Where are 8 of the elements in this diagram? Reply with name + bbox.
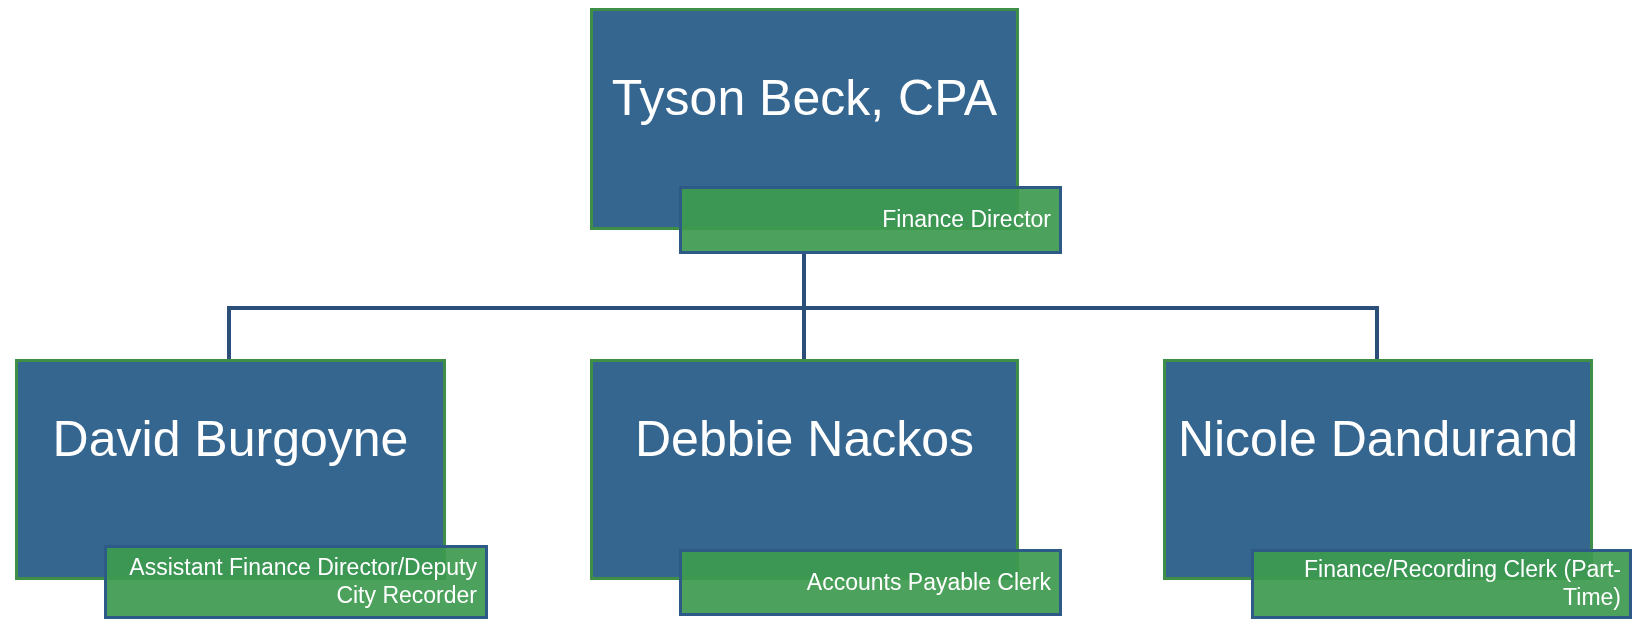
person-name: David Burgoyne — [52, 410, 409, 469]
job-title: Finance/Recording Clerk (Part-Time) — [1303, 556, 1621, 612]
job-title: Accounts Payable Clerk — [806, 568, 1051, 597]
person-name: Tyson Beck, CPA — [611, 70, 998, 128]
job-title: Finance Director — [882, 206, 1051, 234]
person-name: Nicole Dandurand — [1177, 410, 1579, 469]
person-name: Debbie Nackos — [634, 410, 975, 469]
job-title: Assistant Finance Director/Deputy City Recorder — [128, 554, 477, 610]
